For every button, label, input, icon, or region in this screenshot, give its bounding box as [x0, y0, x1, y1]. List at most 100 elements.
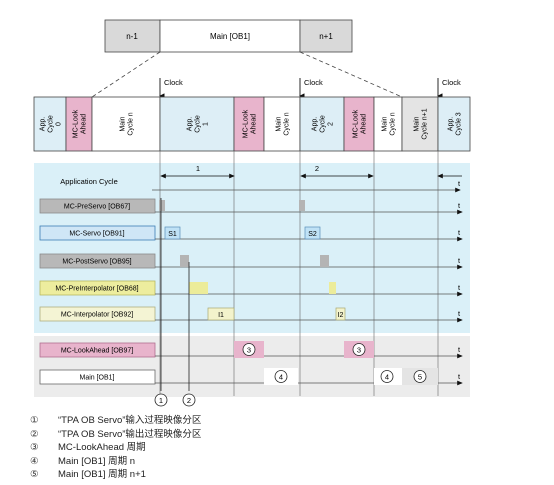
cycle-strip-cell-app: App.Cycle 3	[437, 96, 471, 152]
marker-1-circle	[154, 393, 168, 407]
cycle-strip-label: MainCycle n	[382, 112, 397, 135]
marker-3a-circle	[242, 343, 256, 356]
ob-row-label-box	[39, 342, 156, 358]
cycle-strip-cell-lookahead: MC-LookAhead	[65, 96, 93, 152]
ob-row: MC-PostServo [OB95] t	[39, 253, 463, 270]
cycle-strip-label: App.Cycle0	[40, 115, 63, 133]
servo-block-1	[164, 226, 181, 240]
marker-3a-number: 3	[247, 346, 251, 355]
circle-markers: 1 2 3 3 4 4 5	[154, 198, 427, 407]
legend-num-1: ①	[30, 415, 39, 426]
postservo-block-1	[180, 255, 189, 267]
cycle-strip-label: App.Cycle 3	[448, 112, 463, 135]
cycle-strip-label: MC-LookAhead	[73, 109, 88, 138]
legend-text-4: Main [OB1] 周期 n	[58, 455, 136, 467]
ob-row: MC-PreInterpolator [OB68] t	[39, 280, 463, 297]
cycle-strip-cell-main: MainCycle n	[91, 96, 161, 152]
legend-item-2: ② “TPA OB Servo”输出过程映像分区	[30, 428, 201, 442]
interval-2-label: 2	[315, 164, 319, 173]
marker-3b-circle	[352, 343, 366, 356]
cyan-band	[34, 163, 470, 333]
legend-item-1: ① “TPA OB Servo”输入过程映像分区	[30, 414, 201, 428]
ob-row-label-box	[39, 306, 156, 322]
ob-row-label: MC-PreInterpolator [OB68]	[55, 286, 138, 293]
ob-row-time-label: t	[458, 345, 461, 354]
ob-row-time-label: t	[458, 228, 461, 237]
legend-item-4: ④ Main [OB1] 周期 n	[30, 455, 201, 469]
interpolator-block-2	[335, 307, 346, 321]
marker-4b-circle	[380, 370, 394, 383]
cycle-strip-cell-app: App.Cycle1	[159, 96, 235, 152]
ob-row: MC-Interpolator [OB92] t	[39, 306, 463, 323]
ob-row-label-box	[39, 253, 156, 269]
cycle-strip-cell-app: App.Cycle2	[299, 96, 345, 152]
cycle-strip-cell-main2: MainCycle n+1	[401, 96, 439, 152]
marker-2-circle	[182, 393, 196, 407]
clock-markers: Clock Clock Clock	[159, 78, 461, 99]
interpolator-block-2-label: I2	[338, 312, 344, 319]
marker-2-number: 2	[187, 396, 191, 405]
cycle-strip-label: MainCycle n	[276, 112, 291, 135]
application-cycle-row: Application Cycle t 1 2	[60, 164, 462, 193]
ob-row-time-label: t	[458, 256, 461, 265]
preservo-block-1	[159, 200, 165, 211]
cycle-strip-label: MC-LookAhead	[243, 109, 258, 138]
marker-4a-number: 4	[279, 373, 283, 382]
interpolator-block-1	[207, 307, 235, 321]
ob-row-label: MC-Servo [OB91]	[69, 231, 124, 238]
zoom-lines	[91, 51, 403, 98]
ob-row-time-label: t	[458, 309, 461, 318]
top-bar-right: n+1	[319, 32, 333, 41]
legend-num-4: ④	[30, 455, 39, 467]
cycle-strip-cell-main: MainCycle n	[373, 96, 403, 152]
servo-block-2-label: S2	[308, 231, 317, 238]
legend-text-2: “TPA OB Servo”输出过程映像分区	[58, 428, 202, 440]
marker-5-number: 5	[418, 373, 422, 382]
legend: ① “TPA OB Servo”输入过程映像分区 ② “TPA OB Servo…	[30, 414, 201, 482]
legend-num-2: ②	[30, 428, 39, 440]
postservo-block-2	[320, 255, 329, 267]
marker-4b-number: 4	[385, 373, 389, 382]
ob-row-label: MC-Interpolator [OB92]	[61, 312, 133, 319]
ob-row-label-box	[39, 280, 156, 296]
cycle-strip-cell-app: App.Cycle0	[33, 96, 67, 152]
cycle-strip: App.Cycle0 MC-LookAhead MainCycle n App.Cyc…	[33, 96, 471, 152]
time-axis-label: t	[458, 179, 461, 188]
cycle-strip-label: MC-LookAhead	[353, 109, 368, 138]
clock-label-3: Clock	[442, 78, 461, 87]
legend-num-5: ⑤	[30, 469, 39, 481]
ob-row-label-box	[39, 369, 156, 385]
cycle-strip-cell-main: MainCycle n	[263, 96, 301, 152]
task-blocks: S1 S2 I1 I2	[159, 200, 438, 385]
interval-1-label: 1	[196, 164, 200, 173]
ob-row-time-label: t	[458, 201, 461, 210]
cycle-strip-cell-lookahead: MC-LookAhead	[233, 96, 265, 152]
clock-label-1: Clock	[164, 78, 183, 87]
ob-row-time-label: t	[458, 283, 461, 292]
preinterpolator-block-2	[329, 282, 336, 294]
ob-row-label: MC-LookAhead [OB97]	[61, 348, 133, 355]
cycle-strip-label: App.Cycle2	[312, 115, 335, 133]
cycle-strip-cell-lookahead: MC-LookAhead	[343, 96, 375, 152]
application-cycle-label: Application Cycle	[60, 177, 118, 186]
legend-text-1: “TPA OB Servo”输入过程映像分区	[58, 415, 202, 426]
marker-3b-number: 3	[357, 346, 361, 355]
ob-rows: MC-PreServo [OB67]tMC-Servo [OB91]tMC-Po…	[39, 198, 463, 386]
ob-row-label-box	[39, 198, 156, 214]
cycle-strip-label: MainCycle n+1	[414, 108, 429, 139]
ob-row-label-box	[39, 225, 156, 241]
cycle-strip-label: MainCycle n	[120, 112, 135, 135]
cycle-strip-label: App.Cycle1	[187, 115, 210, 133]
marker-4a-circle	[274, 370, 288, 383]
legend-item-5: ⑤ Main [OB1] 周期 n+1	[30, 468, 201, 482]
top-main-bar: n-1 Main [OB1] n+1	[104, 19, 353, 53]
servo-block-1-label: S1	[168, 231, 177, 238]
top-bar-center: Main [OB1]	[210, 32, 250, 41]
preinterpolator-block-1	[189, 282, 208, 294]
legend-text-3: MC-LookAhead 周期	[58, 442, 146, 454]
clock-label-2: Clock	[304, 78, 323, 87]
marker-5-circle	[413, 370, 427, 383]
ob-row-label: MC-PostServo [OB95]	[62, 259, 131, 266]
legend-text-5: Main [OB1] 周期 n+1	[58, 469, 146, 481]
